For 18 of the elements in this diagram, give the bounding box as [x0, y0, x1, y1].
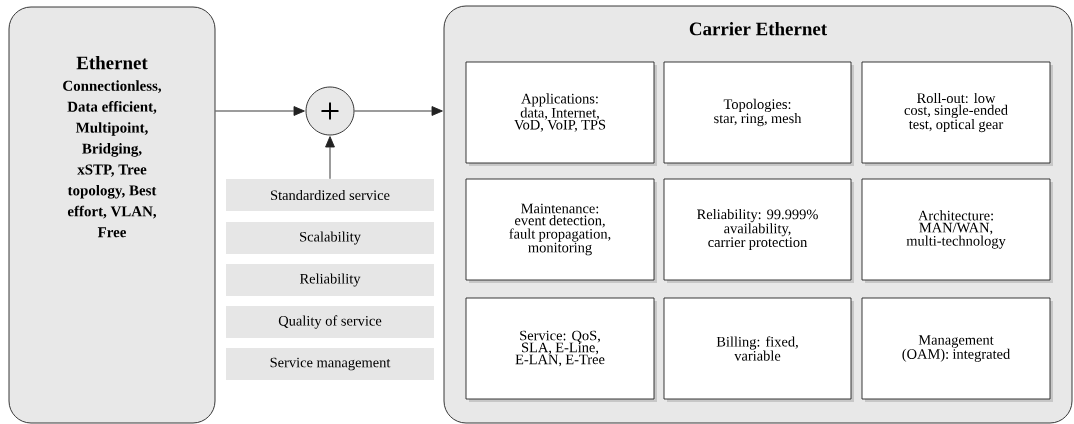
feature-box: Billing: fixed, variable — [663, 297, 854, 402]
feature-box: Architecture: MAN/WAN, multi-technology — [861, 178, 1053, 283]
feature-box: Topologies: star, ring, mesh — [663, 61, 854, 166]
feature-box: Maintenance: event detection, fault propagation, monitoring — [465, 178, 657, 283]
feature-box: Service: QoS, SLA, E-Line, E-LAN, E-Tree — [465, 297, 657, 402]
feature-band: Service management — [226, 348, 434, 380]
feature-band: Reliability — [226, 264, 434, 296]
arrow — [215, 106, 305, 116]
feature-box: Roll-out: low cost, single-ended test, optical gear — [861, 61, 1053, 166]
feature-box: Management (OAM): integrated — [861, 297, 1053, 402]
feature-band: Quality of service — [226, 306, 434, 338]
arrow — [354, 106, 443, 116]
feature-box: Reliability: 99.999% availability, carrier protection — [663, 178, 854, 283]
arrow — [325, 136, 335, 180]
ethernet-panel: Ethernet Connectionless, Data efficient, Multipoint, Bridging, xSTP, Tree topology, Best effort, VLAN, Free — [8, 6, 216, 424]
feature-band: Scalability — [226, 222, 434, 254]
feature-box: Applications: data, Internet, VoD, VoIP, TPS — [465, 61, 657, 166]
feature-band: Standardized service — [226, 179, 434, 211]
